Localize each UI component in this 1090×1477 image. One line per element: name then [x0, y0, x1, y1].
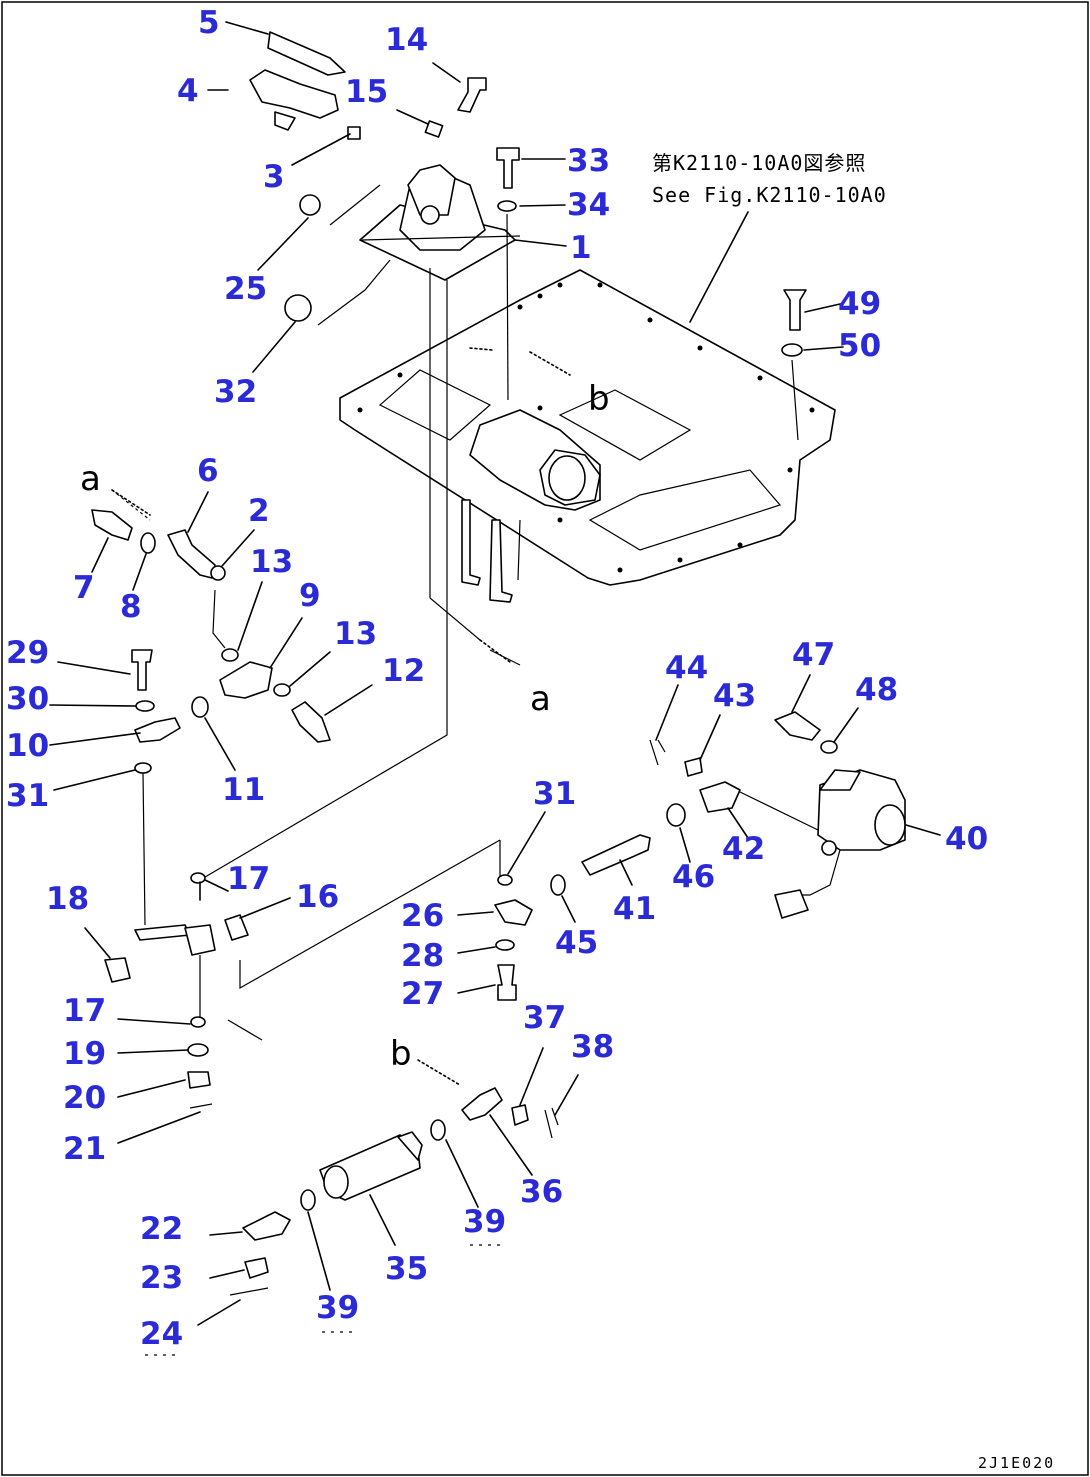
callout: 39	[463, 1204, 506, 1240]
callout: 4	[177, 73, 199, 109]
callout: 16	[296, 879, 339, 915]
callout: 38	[571, 1029, 614, 1065]
callout: 2	[248, 493, 270, 529]
view-marker-b-bottom: b	[390, 1034, 412, 1074]
view-marker-a-top: a	[80, 459, 101, 499]
callout: 21	[63, 1131, 106, 1167]
callout: 6	[197, 453, 219, 489]
callout: 15	[345, 74, 388, 110]
callout: 19	[63, 1036, 106, 1072]
lever-assembly	[207, 21, 567, 401]
callout: 27	[401, 976, 444, 1012]
callout: 3	[263, 159, 285, 195]
callout: 36	[520, 1174, 563, 1210]
callout: 23	[140, 1260, 183, 1296]
callout: 31	[6, 778, 49, 814]
bolt-49-50	[781, 289, 844, 441]
callout: 28	[401, 938, 444, 974]
callout: 49	[838, 286, 881, 322]
callout: 20	[63, 1080, 106, 1116]
callout: 43	[713, 678, 756, 714]
callout: 42	[722, 831, 765, 867]
callout: 12	[382, 653, 425, 689]
bellcrank	[84, 872, 291, 1144]
callout: 39	[316, 1290, 359, 1326]
callout: 8	[120, 589, 142, 625]
callout: 25	[224, 271, 267, 307]
callout: 32	[214, 374, 257, 410]
callout: 50	[838, 328, 881, 364]
callout: 10	[6, 728, 49, 764]
callout: 31	[533, 776, 576, 812]
callout: 26	[401, 898, 444, 934]
callout: 30	[6, 681, 49, 717]
callout: 7	[73, 570, 95, 606]
callout: 18	[46, 881, 89, 917]
callout: 47	[792, 637, 835, 673]
callout: 14	[385, 22, 428, 58]
reference-note-en: See Fig.K2110-10A0	[652, 183, 887, 207]
center-linkage	[457, 811, 651, 1001]
callout: 48	[855, 672, 898, 708]
reference-leader	[689, 211, 749, 323]
callout: 29	[6, 635, 49, 671]
callout: 13	[250, 544, 293, 580]
left-linkage	[49, 489, 373, 926]
callout: 46	[672, 859, 715, 895]
callout: 11	[222, 772, 265, 808]
callout: 17	[227, 861, 270, 897]
callout: 24	[140, 1316, 183, 1352]
figure-code: 2J1E020	[978, 1454, 1055, 1472]
floor-plate	[339, 269, 836, 603]
callout: 44	[665, 650, 708, 686]
assembly-lines	[199, 268, 521, 1041]
callout: 35	[385, 1251, 428, 1287]
callout: 22	[140, 1211, 183, 1247]
reference-note: 第K2110-10A0図参照 See Fig.K2110-10A0	[652, 151, 887, 323]
view-markers: a a b b	[80, 347, 610, 1086]
actuator	[649, 674, 941, 919]
callout: 9	[299, 578, 321, 614]
view-marker-a-bottom: a	[530, 679, 551, 719]
callout: 34	[567, 187, 610, 223]
callout: 45	[555, 925, 598, 961]
callout: 5	[198, 5, 220, 41]
reference-note-jp: 第K2110-10A0図参照	[652, 151, 866, 175]
callout: 41	[613, 891, 656, 927]
callout: 17	[63, 993, 106, 1029]
callout: 40	[945, 821, 988, 857]
callout: 13	[334, 616, 377, 652]
callout-labels: 5 14 4 15 3 33 34 1 25 32 49 50 6 2 13 9…	[6, 5, 988, 1352]
view-marker-b-top: b	[588, 379, 610, 419]
callout: 33	[567, 143, 610, 179]
cylinder	[145, 1047, 579, 1356]
callout: 1	[570, 230, 592, 266]
callout: 37	[523, 1000, 566, 1036]
